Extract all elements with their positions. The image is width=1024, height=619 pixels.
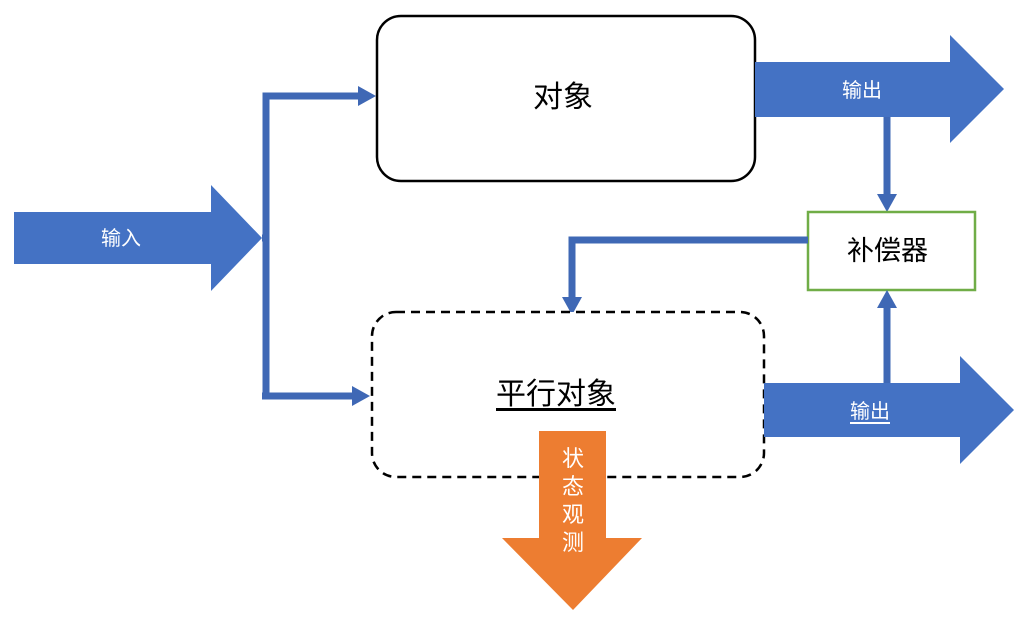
arrowhead-to-plant [358, 86, 376, 106]
output-top-arrow [755, 35, 1004, 143]
arrowhead-to-compensator-top [877, 194, 897, 212]
arrowhead-to-parallel-plant [352, 386, 370, 406]
plant-label: 对象 [533, 80, 593, 115]
parallel-plant-label: 平行对象 [496, 377, 616, 412]
compensator-to-parallel-plant-connector [568, 236, 808, 299]
output-top-label: 输出 [842, 78, 882, 102]
output-bottom-label: 输出 [850, 399, 890, 423]
input-label: 输入 [101, 226, 141, 250]
output-bottom-arrow [764, 356, 1014, 464]
arrowhead-to-parallel-plant-top [562, 297, 582, 315]
compensator-box [806, 210, 977, 292]
compensator-label: 补偿器 [847, 236, 928, 267]
input-arrow [14, 185, 262, 291]
state-observation-label: 状态观测 [561, 447, 584, 556]
arrowhead-to-compensator-bottom [877, 290, 897, 308]
input-split-connector [262, 92, 360, 398]
state-observation-arrow [502, 431, 642, 610]
